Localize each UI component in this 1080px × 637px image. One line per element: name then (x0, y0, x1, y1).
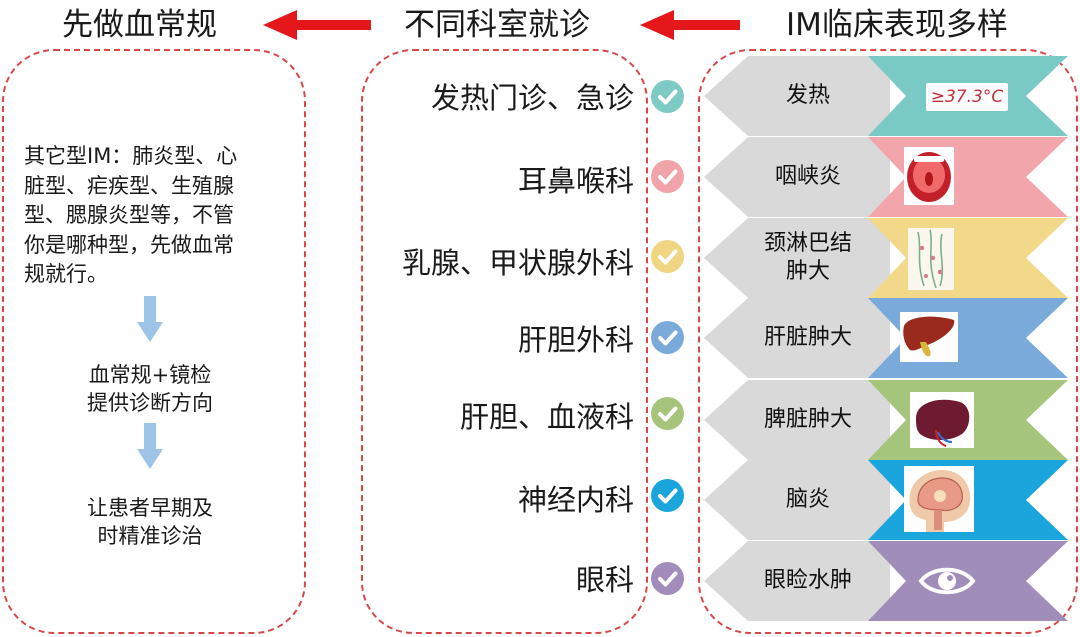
symptom-row-pharyngitis: 咽峡炎 (704, 137, 1076, 217)
check-icon (651, 80, 684, 113)
other-types-description: 其它型IM：肺炎型、心 脏型、疟疾型、生殖腺 型、腮腺炎型等，不管 你是哪种型，… (24, 144, 238, 286)
symptom-label: 咽峡炎 (774, 164, 841, 189)
symptom-label: 肝脏肿大 (763, 325, 852, 350)
brain-icon (904, 466, 974, 532)
symptom-label: 眼睑水肿 (763, 568, 852, 593)
arrow-left-2 (640, 10, 740, 40)
thermometer-reading-icon: ≥37.3°C (926, 83, 1008, 111)
left-panel (2, 49, 306, 634)
right-panel (698, 49, 1078, 634)
symptom-row-fever: 发热 ≥37.3°C (704, 56, 1076, 136)
dept-ophthalmology: 眼科 (575, 563, 634, 597)
step-blood-test: 血常规+镜检 提供诊断方向 (87, 363, 213, 415)
down-arrow-icon (137, 423, 163, 469)
middle-title: 不同科室就诊 (404, 7, 590, 43)
symptom-label: 脑炎 (785, 487, 830, 512)
symptom-row-spleen: 脾脏肿大 (704, 380, 1076, 460)
symptom-label: 发热 (785, 83, 830, 108)
throat-icon (904, 147, 954, 205)
lymph-node-icon (908, 228, 954, 290)
eye-icon (918, 567, 976, 595)
check-icon (651, 562, 684, 595)
check-icon (651, 240, 684, 273)
symptom-row-eyelid-edema: 眼睑水肿 (704, 541, 1076, 621)
spleen-icon (910, 392, 974, 448)
symptom-label: 颈淋巴结 肿大 (763, 231, 852, 284)
dept-hepatobiliary-hematology: 肝胆、血液科 (459, 400, 634, 434)
arrow-left-1 (263, 10, 371, 40)
symptom-row-lymph-nodes: 颈淋巴结 肿大 (704, 218, 1076, 298)
down-arrow-icon (137, 296, 163, 342)
symptom-row-liver: 肝脏肿大 (704, 298, 1076, 378)
left-title: 先做血常规 (62, 7, 217, 43)
check-icon (651, 479, 684, 512)
right-title: IM临床表现多样 (786, 7, 1008, 43)
dept-fever-clinic: 发热门诊、急诊 (430, 81, 634, 115)
symptom-label: 脾脏肿大 (763, 407, 852, 432)
dept-hepatobiliary-surgery: 肝胆外科 (517, 323, 634, 357)
dept-neurology: 神经内科 (517, 483, 634, 517)
symptom-row-encephalitis: 脑炎 (704, 460, 1076, 540)
step-early-treatment: 让患者早期及 时精准诊治 (87, 496, 213, 548)
liver-icon (900, 312, 958, 362)
check-icon (651, 321, 684, 354)
check-icon (651, 397, 684, 430)
dept-breast-thyroid: 乳腺、甲状腺外科 (401, 246, 634, 280)
dept-ent: 耳鼻喉科 (517, 164, 634, 198)
check-icon (651, 160, 684, 193)
middle-panel (361, 49, 648, 634)
